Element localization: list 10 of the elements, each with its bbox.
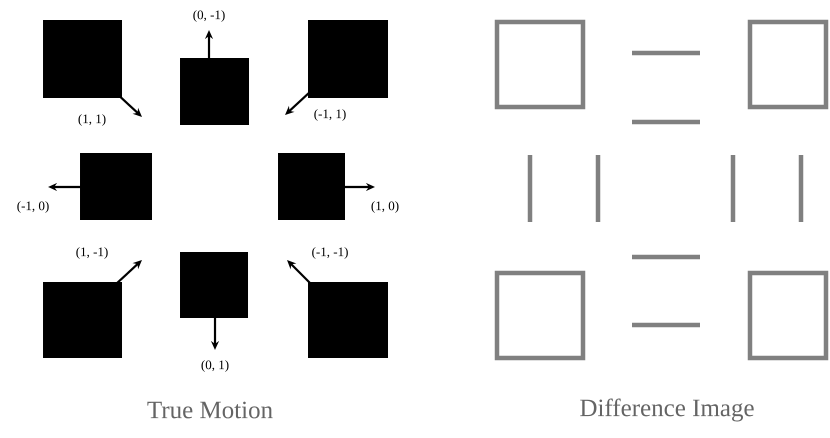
vector-label: (-1, -1) <box>312 247 348 259</box>
caption: True Motion <box>147 402 273 418</box>
vector-label: (1, 1) <box>78 114 106 126</box>
vector-label: (0, 1) <box>202 360 229 372</box>
vector-label: (1, -1) <box>76 247 108 259</box>
vector-label: (-1, 1) <box>314 109 346 121</box>
vector-label: (0, -1) <box>193 10 225 22</box>
vector-label: (1, 0) <box>372 201 399 213</box>
caption: Difference Image <box>580 398 754 422</box>
vector-label: (-1, 0) <box>17 201 49 213</box>
